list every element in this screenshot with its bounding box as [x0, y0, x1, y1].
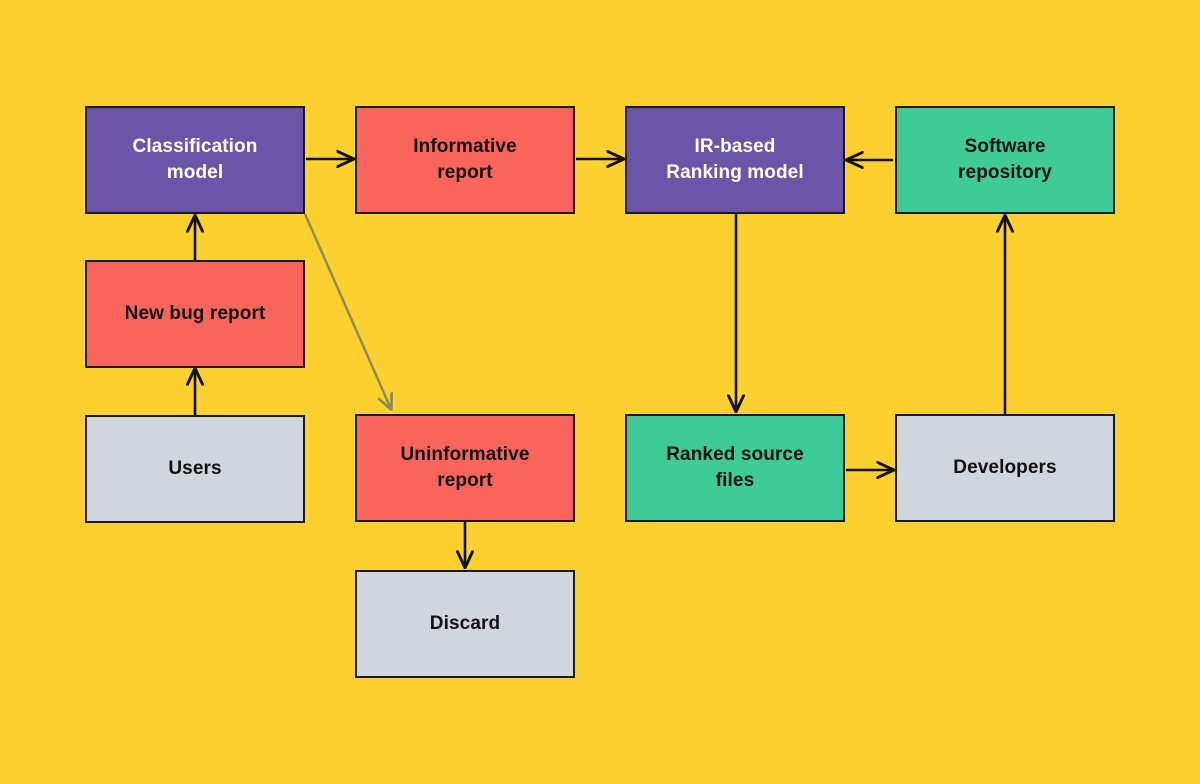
node-label: Ranked source files — [666, 444, 804, 491]
node-label: Users — [168, 458, 222, 480]
edge-classification-model-to-uninformative-report — [303, 213, 391, 409]
node-software-repository[interactable]: Software repository — [895, 106, 1115, 214]
node-uninformative-report[interactable]: Uninformative report — [355, 414, 575, 522]
node-discard[interactable]: Discard — [355, 570, 575, 678]
node-label: Classification model — [132, 136, 258, 183]
node-developers[interactable]: Developers — [895, 414, 1115, 522]
node-users[interactable]: Users — [85, 415, 305, 523]
node-label: Discard — [429, 613, 501, 635]
node-ranked-source-files[interactable]: Ranked source files — [625, 414, 845, 522]
node-label: Uninformative report — [400, 444, 530, 491]
node-ir-based-ranking-model[interactable]: IR-based Ranking model — [625, 106, 845, 214]
node-label: Developers — [953, 457, 1057, 479]
node-new-bug-report[interactable]: New bug report — [85, 260, 305, 368]
node-label: New bug report — [124, 303, 266, 325]
node-label: Software repository — [958, 136, 1052, 183]
node-classification-model[interactable]: Classification model — [85, 106, 305, 214]
node-label: Informative report — [413, 136, 517, 183]
node-label: IR-based Ranking model — [666, 136, 804, 183]
node-informative-report[interactable]: Informative report — [355, 106, 575, 214]
